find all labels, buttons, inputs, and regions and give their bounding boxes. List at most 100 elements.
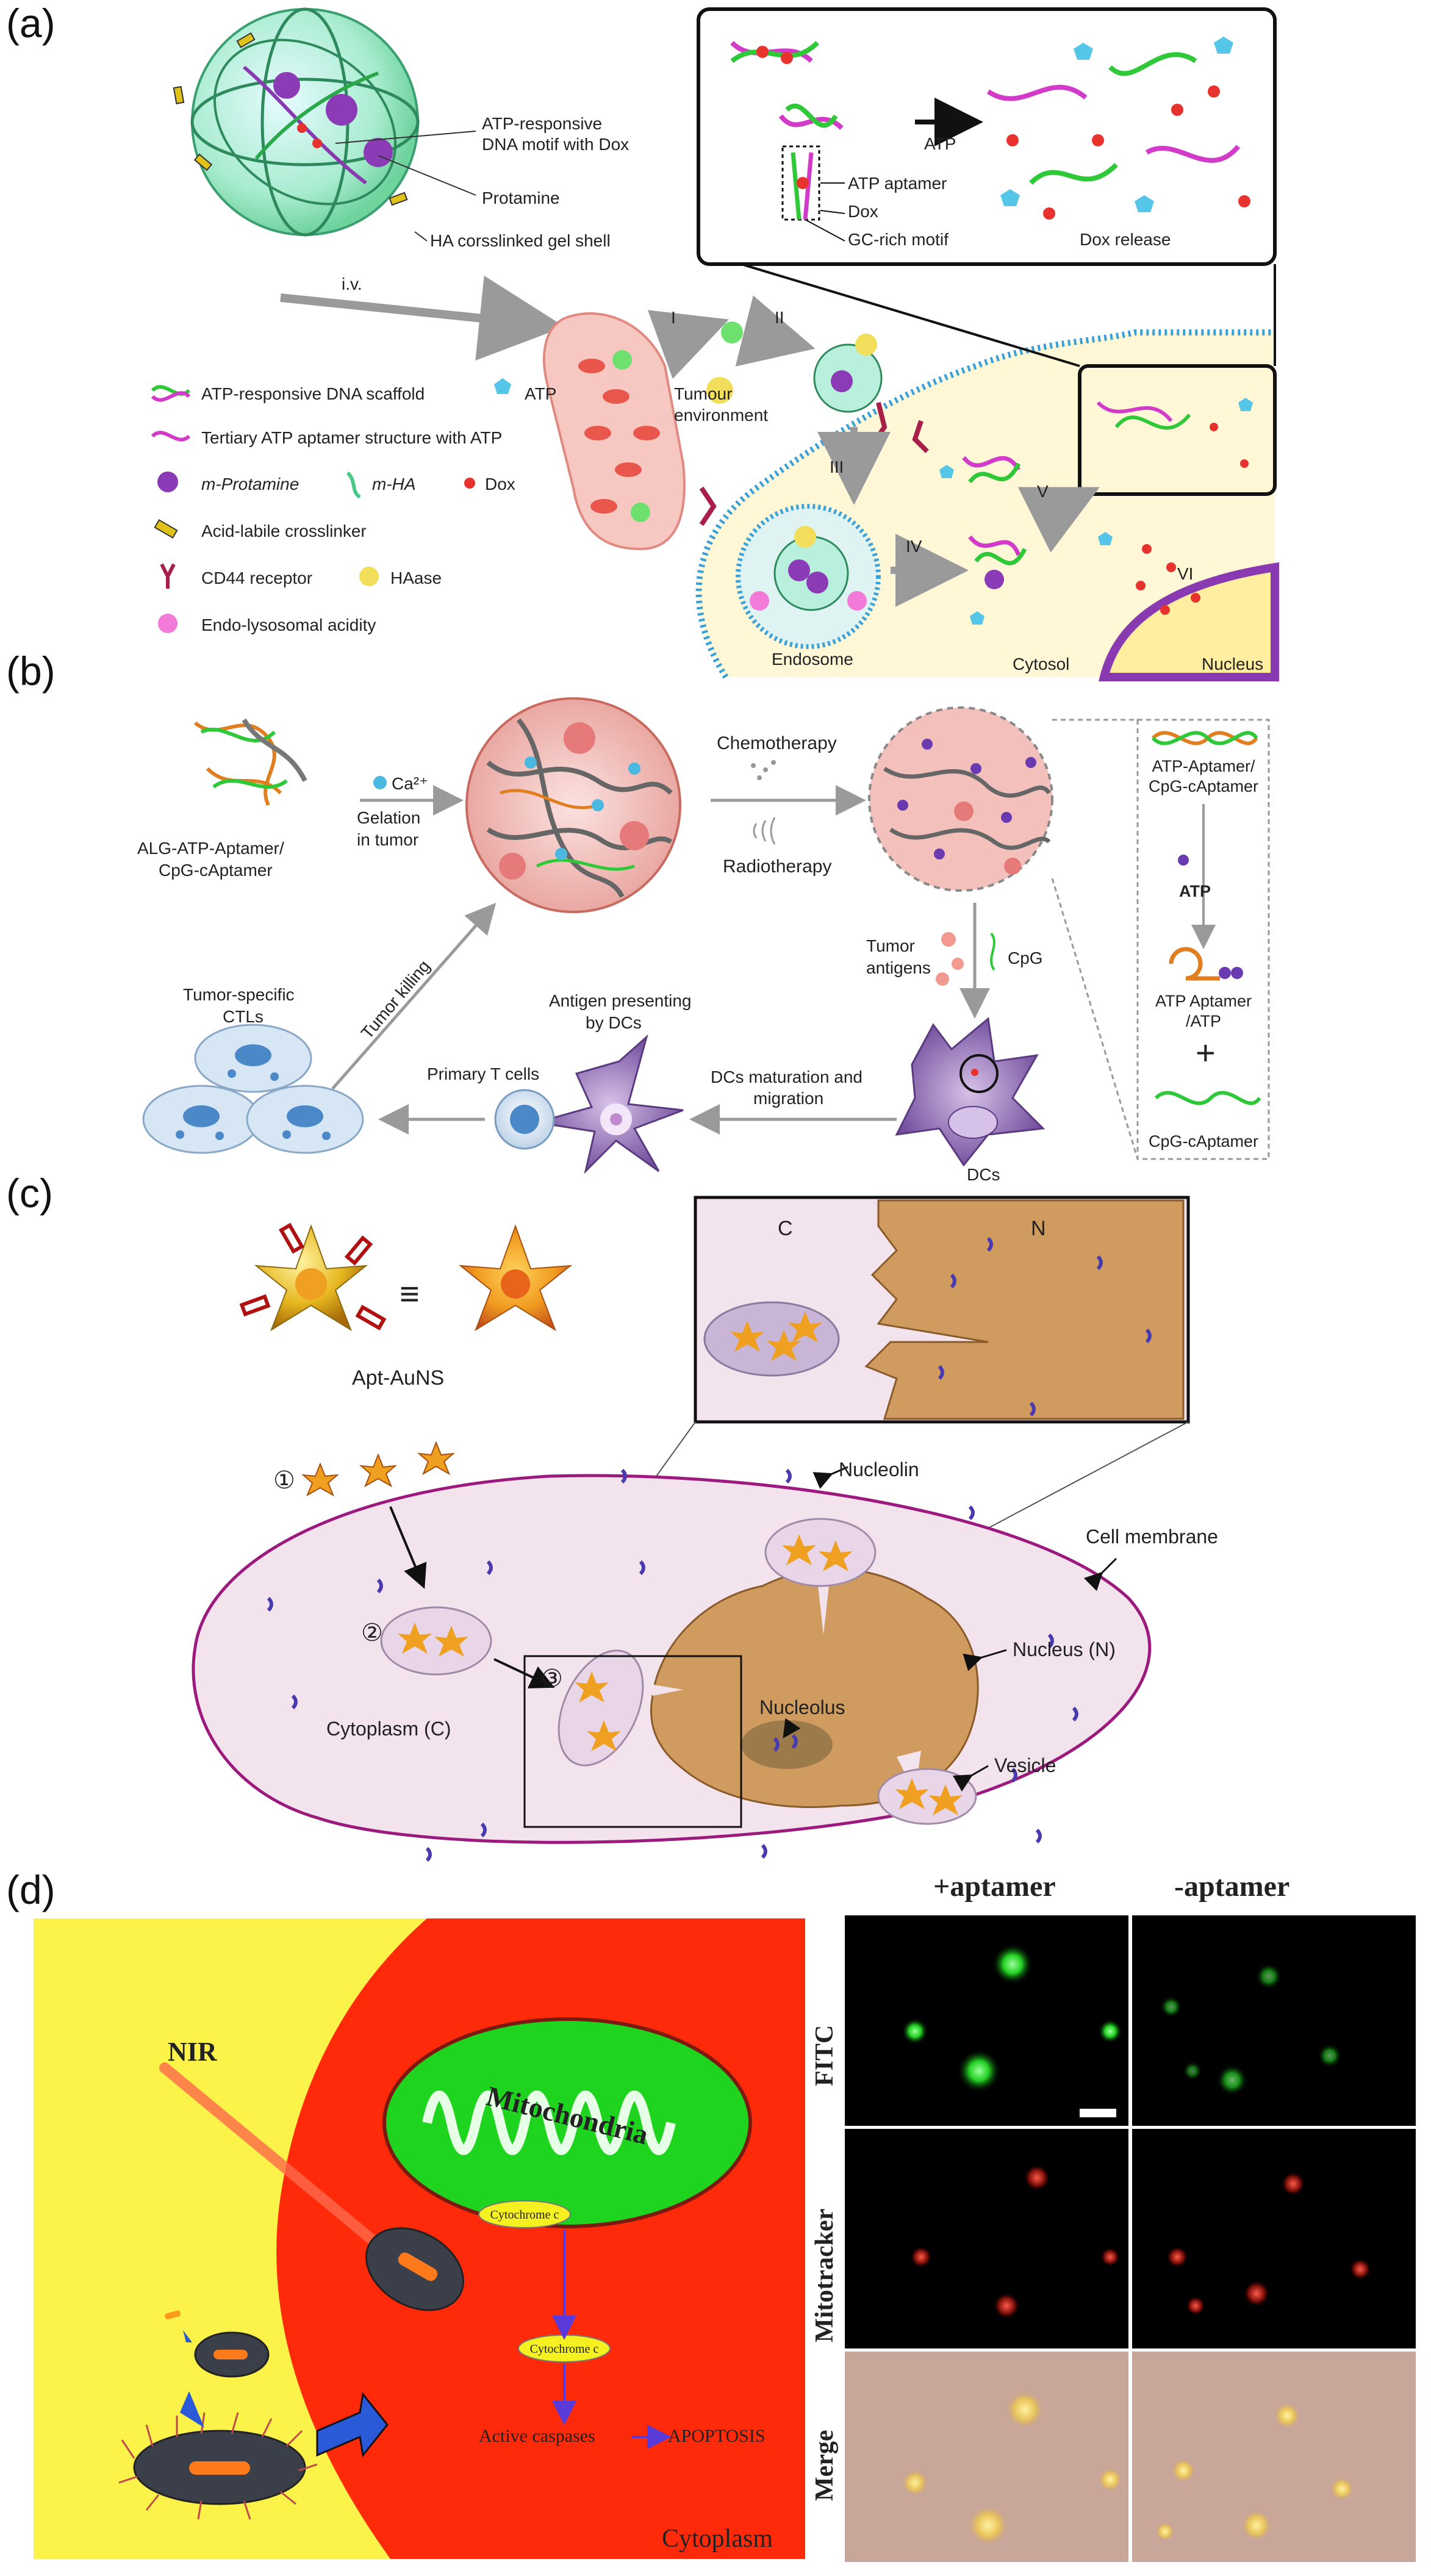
inset-dox-label: Dox <box>848 202 878 221</box>
ha-icon <box>346 471 361 499</box>
step-VI: VI <box>1177 564 1193 583</box>
cell <box>192 1468 1152 1862</box>
side-top-line2: CpG-cAptamer <box>1149 777 1258 795</box>
inset-atp-label: ATP <box>924 134 956 153</box>
aptamer-atp-icon <box>151 431 191 442</box>
legend-protamine: m-Protamine <box>201 475 299 493</box>
col-minus-aptamer: -aptamer <box>1174 1870 1289 1903</box>
inset-c-label: C <box>778 1217 793 1240</box>
micrograph-mito-minus <box>1132 2129 1416 2348</box>
iv-label: i.v. <box>342 274 362 293</box>
ctl-cluster <box>142 1024 364 1154</box>
inset-n-label: N <box>1031 1217 1046 1240</box>
killing-label: Tumor killing <box>357 956 434 1042</box>
nucleus-region <box>1099 562 1279 681</box>
dcs-label: DCs <box>967 1165 1000 1184</box>
apoptosis-schematic <box>34 1918 806 2559</box>
antigens-line2: antigens <box>866 958 931 977</box>
label-atp-motif-line1: ATP-responsive <box>482 114 602 133</box>
panel-b-label: (b) <box>6 648 56 694</box>
step-IV: IV <box>906 537 922 556</box>
legend: ATP-responsive DNA scaffold ATP Tertiary… <box>151 378 556 634</box>
ctl-line2: CTLs <box>223 1007 264 1026</box>
acidity-icon <box>158 614 178 633</box>
panel-a-label: (a) <box>6 1 56 46</box>
inset-release-label: Dox release <box>1080 230 1171 249</box>
dc-cell <box>895 1017 1045 1167</box>
side-complex-line2: /ATP <box>1186 1012 1221 1030</box>
aptamer-mechanism-box: ATP-Aptamer/ CpG-cAptamer ATP ATP Aptame… <box>1136 719 1270 1160</box>
nucleolus-label: Nucleolus <box>759 1696 845 1718</box>
tumour-env-line2: environment <box>674 406 768 425</box>
hydrogel-tumor <box>465 697 681 913</box>
antigen-presenting-dc <box>536 1034 684 1174</box>
legend-acidity: Endo-lysosomal acidity <box>201 615 376 634</box>
panel-c: ≡ Apt-AuNS C N <box>192 1196 1218 1862</box>
side-bottom-label: CpG-cAptamer <box>1149 1132 1258 1150</box>
endosome-label: Endosome <box>772 650 853 669</box>
micrograph-merge-minus <box>1132 2352 1416 2562</box>
protamine-icon <box>157 472 178 492</box>
alg-strands <box>194 718 307 806</box>
alg-line2: CpG-cAptamer <box>159 861 273 880</box>
micrograph-fitc-plus <box>845 1915 1128 2126</box>
step-II: II <box>775 308 784 327</box>
cytc1-label: Cytochrome c <box>490 2208 559 2222</box>
endosome <box>736 504 881 649</box>
row-mitotracker: Mitotracker <box>811 2209 839 2342</box>
step-2: ② <box>361 1620 383 1646</box>
apoptosis-label: APOPTOSIS <box>668 2426 766 2446</box>
nir-label: NIR <box>168 2037 218 2067</box>
nanogel-sphere <box>173 7 420 237</box>
radio-label: Radiotherapy <box>723 856 831 877</box>
col-plus-aptamer: +aptamer <box>933 1870 1056 1903</box>
presenting-line2: by DCs <box>586 1013 642 1032</box>
panel-d-label: (d) <box>6 1867 56 1912</box>
cd44-icon <box>160 563 176 589</box>
primary-label: Primary T cells <box>427 1064 539 1083</box>
step-V: V <box>1037 482 1049 501</box>
gelation-line2: in tumor <box>357 830 418 849</box>
side-atp-label: ATP <box>1179 882 1211 900</box>
legend-haase: HAase <box>390 569 442 587</box>
micrograph-fitc-minus <box>1132 1915 1416 2126</box>
side-complex-line1: ATP Aptamer <box>1155 992 1252 1010</box>
ca-label: Ca²⁺ <box>392 774 428 793</box>
legend-crosslinker: Acid-labile crosslinker <box>201 522 367 540</box>
micrograph-mito-plus <box>845 2129 1128 2348</box>
vesicle-label: Vesicle <box>994 1754 1056 1776</box>
tumour-env-line1: Tumour <box>674 384 732 403</box>
auns-label: Apt-AuNS <box>352 1366 444 1390</box>
atp-release-inset: ATP ATP aptamer Dox GC-rich motif Dox re… <box>697 7 1277 266</box>
legend-tertiary: Tertiary ATP aptamer structure with ATP <box>201 428 502 447</box>
legend-atp: ATP <box>525 384 556 403</box>
row-fitc: FITC <box>811 2025 839 2086</box>
panel-b: ALG-ATP-Aptamer/ CpG-cAptamer Ca²⁺ Gelat… <box>137 697 1270 1184</box>
presenting-line1: Antigen presenting <box>549 991 692 1010</box>
gelation-line1: Gelation <box>357 808 420 827</box>
ctl-line1: Tumor-specific <box>183 985 295 1004</box>
cytosol-label: Cytosol <box>1013 655 1069 673</box>
nucleolin-label: Nucleolin <box>839 1458 919 1480</box>
cytosol-inset <box>1078 364 1277 496</box>
panel-c-label: (c) <box>6 1171 53 1216</box>
legend-dna-scaffold: ATP-responsive DNA scaffold <box>201 384 425 403</box>
membrane-label: Cell membrane <box>1086 1526 1218 1548</box>
label-protamine: Protamine <box>482 188 560 207</box>
label-ha-shell: HA corsslinked gel shell <box>430 231 611 250</box>
chemo-label: Chemotherapy <box>717 733 837 753</box>
crosslinker-icon <box>154 519 178 539</box>
antigens-line1: Tumor <box>866 936 915 955</box>
inset-aptamer-label: ATP aptamer <box>848 174 947 193</box>
cytoplasm-c-label: Cytoplasm (C) <box>326 1718 451 1740</box>
legend-dox: Dox <box>485 475 515 493</box>
caspases-label: Active caspases <box>479 2426 595 2446</box>
panel-d: NIR Mitochondria Cytochrome c Cytochrome… <box>34 1870 1416 2562</box>
maturation-line2: migration <box>753 1089 823 1108</box>
maturation-line1: DCs maturation and <box>711 1067 863 1086</box>
panel-a: ATP-responsive DNA motif with Dox Protam… <box>151 7 1279 681</box>
blood-vessel <box>543 312 686 551</box>
dox-dot-icon <box>464 478 475 489</box>
nuclear-entry-inset: C N <box>694 1196 1190 1424</box>
